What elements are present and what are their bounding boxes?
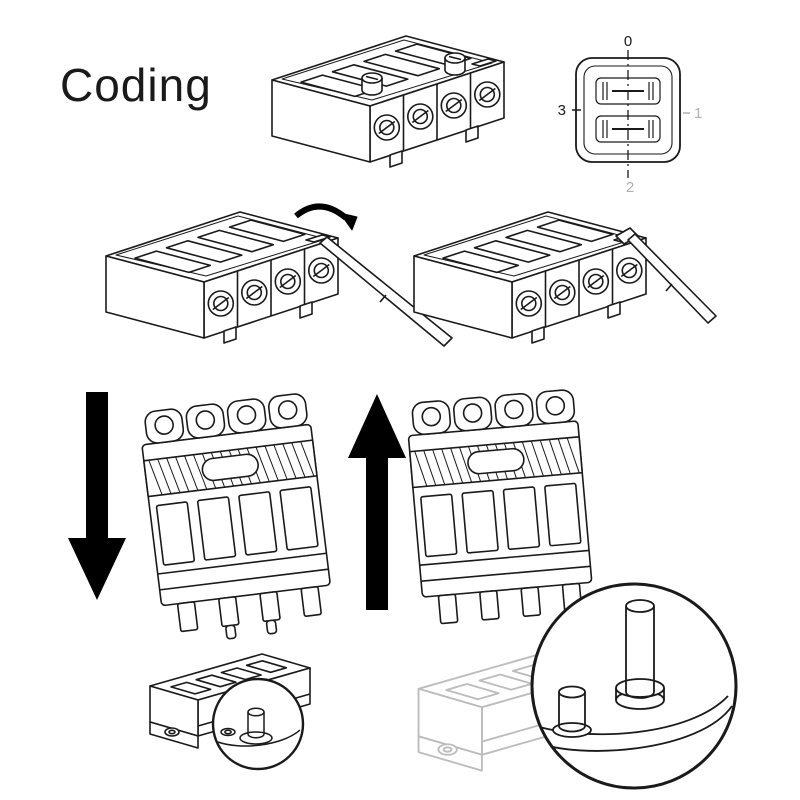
label-position-0: 0 (624, 33, 632, 50)
figure-plug-removed (404, 388, 596, 626)
arrow-up-icon (348, 394, 406, 610)
screwdriver-icon (319, 236, 453, 347)
coding-pin-socket (239, 707, 273, 745)
magnifier-small (211, 677, 305, 771)
coding-element-icon (361, 72, 383, 96)
coding-element-icon (444, 52, 466, 76)
rotate-arrow-icon (294, 203, 358, 231)
screwdriver-icon (627, 233, 717, 324)
coding-pin-short (552, 685, 592, 738)
label-position-2: 2 (626, 179, 634, 196)
coding-pin-tall (615, 599, 665, 710)
label-position-3: 3 (558, 102, 566, 119)
figure-tool-lever (413, 211, 717, 344)
magnifier-large (530, 582, 738, 790)
label-position-1: 1 (694, 105, 702, 122)
figure-overview-connector (271, 35, 505, 168)
coding-pin (225, 624, 237, 640)
figure-tool-insert (105, 203, 453, 347)
figure-plug-with-pins (137, 391, 335, 640)
coding-pin (265, 619, 278, 635)
arrow-down-icon (68, 392, 126, 600)
coding-position-schematic: 0 3 1 2 (558, 33, 703, 196)
page-title: Coding (60, 59, 212, 111)
